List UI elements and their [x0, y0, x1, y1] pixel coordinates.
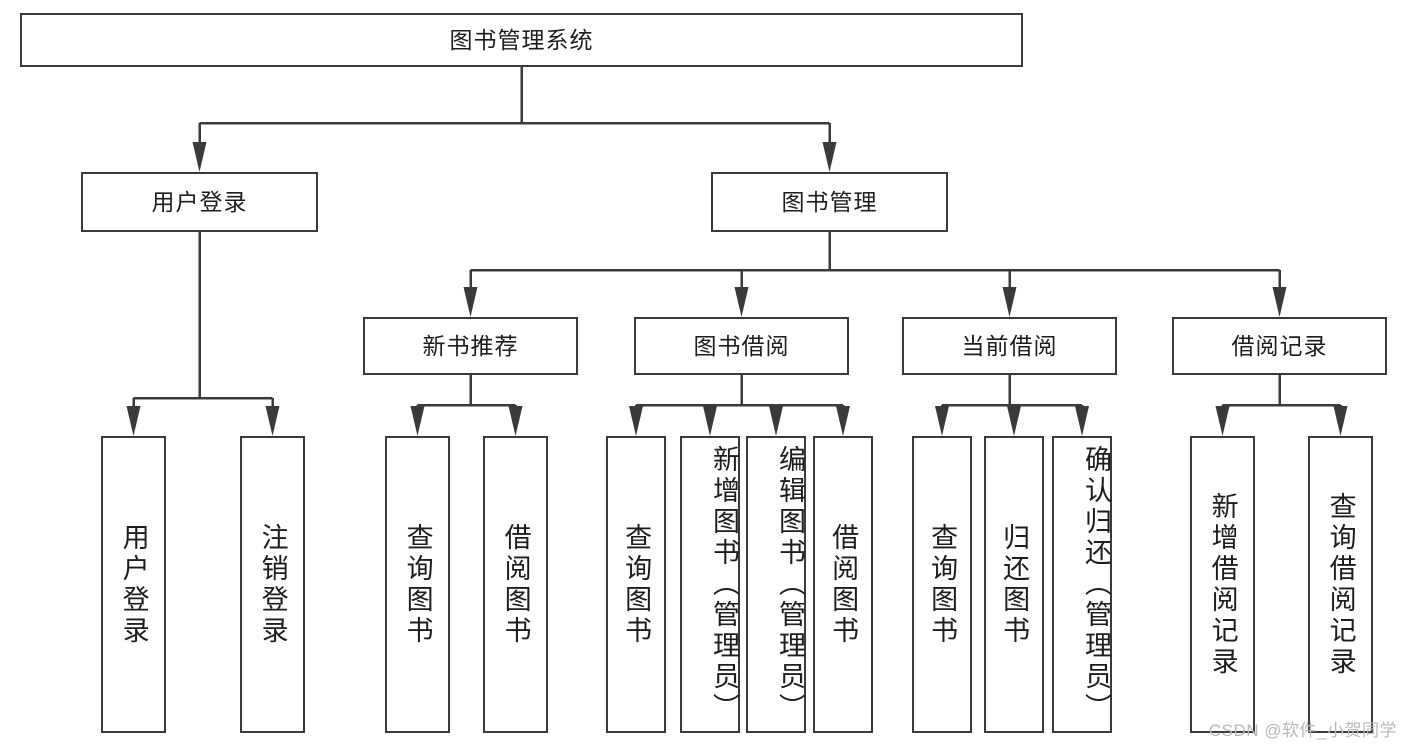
node-leaf-user-login: 用户登录 — [101, 436, 166, 733]
arrowhead — [192, 142, 207, 172]
node-label: 查询图书 — [402, 522, 433, 647]
node-label: 新书推荐 — [422, 332, 519, 359]
node-leaf-borrow-book-2: 借阅图书 — [813, 436, 873, 733]
node-label: 用户登录 — [118, 522, 149, 647]
arrowhead — [410, 406, 425, 436]
node-label: 编辑图书（管理员） — [775, 445, 805, 724]
arrowhead — [769, 406, 783, 436]
arrowhead — [703, 406, 717, 436]
node-label: 图书借阅 — [693, 332, 790, 359]
arrowhead — [734, 287, 749, 317]
csdn-watermark: CSDN @软件_小贺同学 — [1208, 721, 1397, 740]
node-current-borrow: 当前借阅 — [902, 317, 1117, 375]
arrowhead — [1007, 406, 1021, 436]
node-label: 借阅记录 — [1231, 332, 1328, 359]
node-root: 图书管理系统 — [20, 13, 1023, 67]
node-label: 当前借阅 — [961, 332, 1058, 359]
node-label: 借阅图书 — [828, 522, 859, 647]
node-label: 查询图书 — [621, 522, 652, 647]
arrowhead — [629, 406, 643, 436]
node-leaf-return-book: 归还图书 — [984, 436, 1044, 733]
node-leaf-borrow-book-1: 借阅图书 — [483, 436, 548, 733]
node-book-borrow: 图书借阅 — [634, 317, 849, 375]
node-label: 确认归还（管理员） — [1081, 445, 1111, 724]
node-label: 查询图书 — [927, 522, 958, 647]
node-label: 借阅图书 — [500, 522, 531, 647]
arrowhead — [126, 406, 141, 436]
node-label: 用户登录 — [151, 188, 248, 215]
arrowhead — [463, 287, 478, 317]
arrowhead — [822, 142, 837, 172]
arrowhead — [508, 406, 523, 436]
arrowhead — [265, 406, 280, 436]
node-label: 图书管理 — [781, 188, 878, 215]
node-user-login: 用户登录 — [81, 172, 318, 232]
node-leaf-query-book-1: 查询图书 — [385, 436, 450, 733]
node-label: 新增借阅记录 — [1207, 491, 1238, 678]
node-leaf-query-book-2: 查询图书 — [606, 436, 666, 733]
arrowhead — [1272, 287, 1287, 317]
node-leaf-query-book-3: 查询图书 — [912, 436, 972, 733]
node-label: 注销登录 — [257, 522, 288, 647]
arrowhead — [1002, 287, 1017, 317]
arrowhead — [935, 406, 949, 436]
node-leaf-add-book: 新增图书（管理员） — [680, 436, 740, 733]
node-new-book-recommend: 新书推荐 — [363, 317, 578, 375]
node-borrow-record: 借阅记录 — [1172, 317, 1387, 375]
node-leaf-add-record: 新增借阅记录 — [1190, 436, 1255, 733]
node-book-manage: 图书管理 — [711, 172, 948, 232]
node-label: 图书管理系统 — [449, 26, 594, 53]
arrowhead — [836, 406, 850, 436]
node-label: 归还图书 — [999, 522, 1030, 647]
node-leaf-logout: 注销登录 — [240, 436, 305, 733]
node-leaf-query-record: 查询借阅记录 — [1308, 436, 1373, 733]
arrowhead — [1075, 406, 1089, 436]
arrowhead — [1333, 406, 1348, 436]
node-label: 查询借阅记录 — [1325, 491, 1356, 678]
node-leaf-confirm-return: 确认归还（管理员） — [1052, 436, 1112, 733]
arrowhead — [1215, 406, 1230, 436]
node-label: 新增图书（管理员） — [709, 445, 739, 724]
node-leaf-edit-book: 编辑图书（管理员） — [746, 436, 806, 733]
